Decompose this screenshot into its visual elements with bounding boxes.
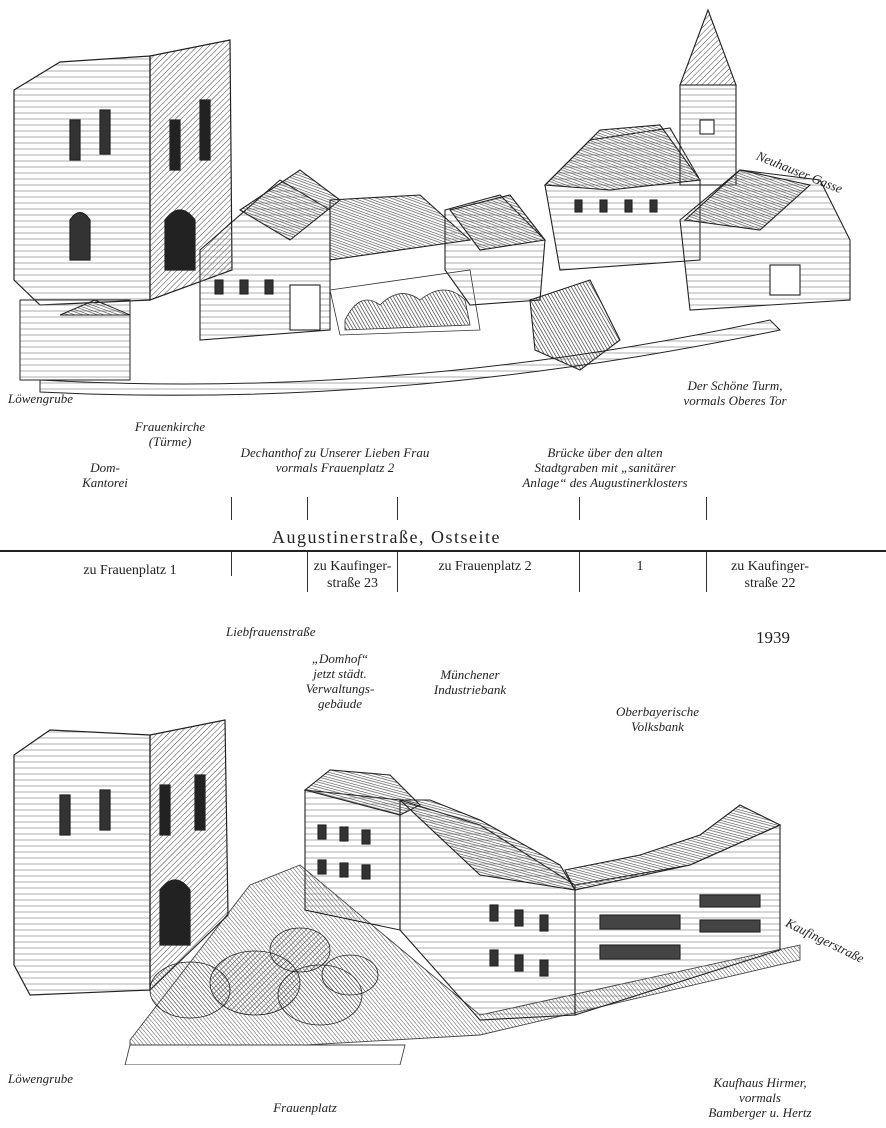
divider-tick: [397, 497, 398, 520]
label-liebfrauenstrasse: Liebfrauenstraße: [226, 624, 316, 639]
frauenkirche-towers-1939-drawing: [13, 719, 229, 996]
divider-tick: [307, 552, 308, 592]
label-frauenkirche: Frauenkirche (Türme): [134, 419, 206, 449]
top-etching-old-street: [13, 8, 851, 396]
schoener-turm-drawing: [543, 8, 737, 271]
street-caption: Augustinerstraße, Ostseite: [272, 527, 501, 547]
domhof-building-drawing: [303, 769, 421, 931]
divider-tick: [579, 552, 580, 592]
address-number-1: 1: [636, 559, 644, 574]
divider-tick: [706, 552, 707, 592]
divider-tick: [397, 552, 398, 592]
dechanthof-drawing: [199, 169, 472, 341]
bottom-etching-1939: [13, 719, 801, 1065]
divider-tick: [231, 552, 232, 576]
volksbank-hirmer-building-drawing: [564, 804, 782, 1016]
address-frauenplatz-2: zu Frauenplatz 2: [438, 559, 532, 574]
divider-tick: [579, 497, 580, 520]
label-dom-kantorei: Dom- Kantorei: [82, 460, 128, 490]
middle-houses-drawing: [444, 194, 547, 306]
town-wall-drawing: [19, 299, 782, 396]
label-bruecke-stadtgraben: Brücke über den alten Stadtgraben mit „s…: [522, 445, 688, 490]
industriebank-building-drawing: [398, 799, 577, 1021]
label-muenchener-industriebank: Münchener Industriebank: [433, 667, 507, 697]
right-houses-drawing: [679, 169, 851, 311]
label-oberbayerische-volksbank: Oberbayerische Volksbank: [615, 704, 700, 734]
label-dechanthof: Dechanthof zu Unserer Lieben Frau vormal…: [240, 445, 430, 475]
frauenkirche-towers-drawing: [13, 39, 233, 306]
label-frauenplatz: Frauenplatz: [273, 1100, 337, 1115]
label-domhof: „Domhof“ jetzt städt. Verwaltungs- gebäu…: [305, 651, 375, 711]
label-schoener-turm: Der Schöne Turm, vormals Oberes Tor: [683, 378, 787, 408]
address-kaufingerstrasse-23: zu Kaufinger- straße 23: [313, 559, 392, 591]
garden-drawing: [329, 269, 481, 336]
divider-tick: [231, 497, 232, 520]
divider-tick: [706, 497, 707, 520]
year-label: 1939: [756, 628, 790, 647]
street-rule: [0, 550, 886, 552]
frauenplatz-trees-drawing: [149, 927, 379, 1026]
corner-label-loewengrube-bottom: Löwengrube: [8, 1071, 73, 1086]
divider-tick: [307, 497, 308, 520]
address-kaufingerstrasse-22: zu Kaufinger- straße 22: [731, 559, 809, 591]
label-kaufhaus-hirmer: Kaufhaus Hirmer, vormals Bamberger u. He…: [708, 1075, 812, 1120]
corner-label-loewengrube-top: Löwengrube: [8, 391, 73, 406]
address-frauenplatz-1: zu Frauenplatz 1: [83, 563, 177, 578]
